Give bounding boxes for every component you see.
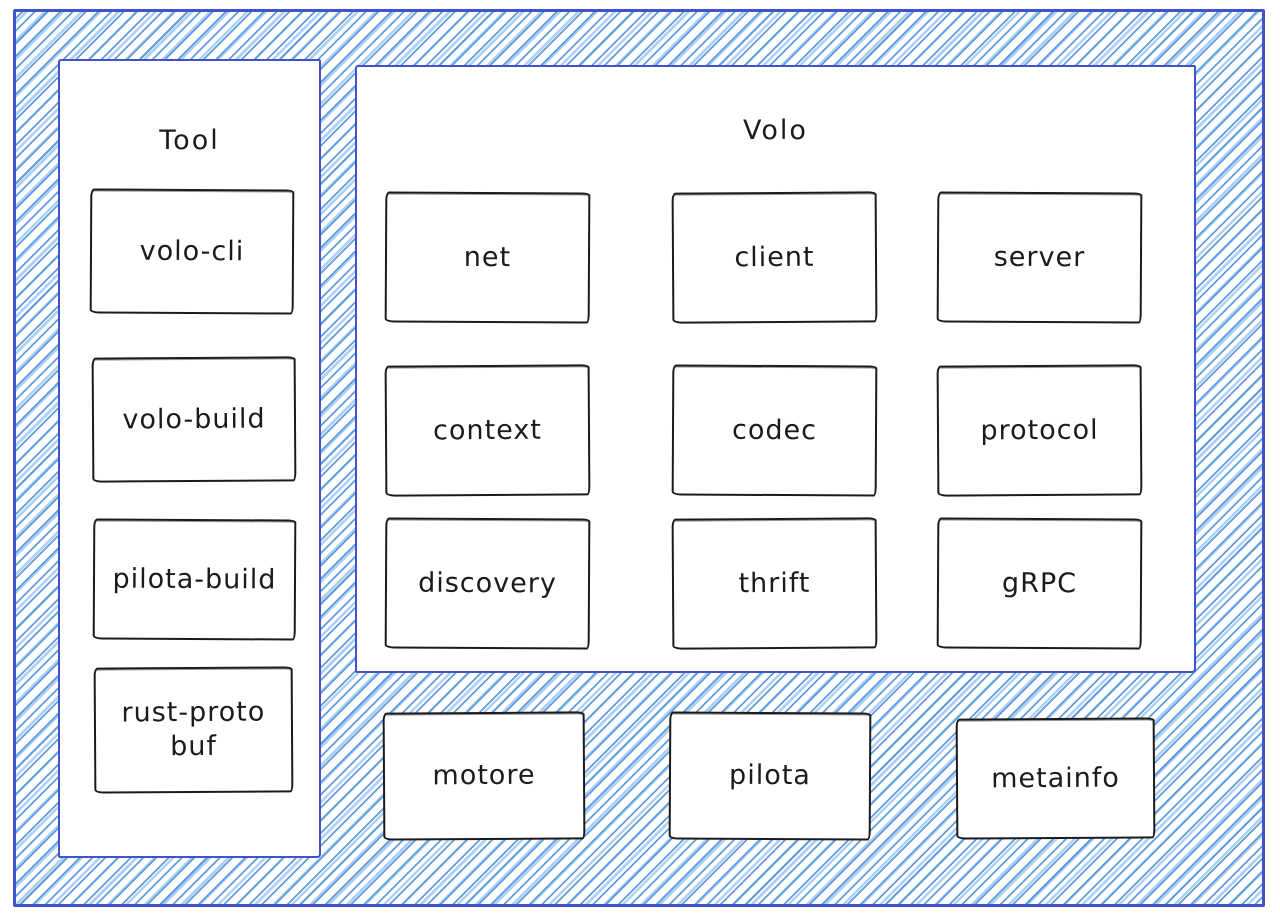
box-volo-build: volo-build [91, 356, 297, 483]
tool-panel: Tool volo-cli volo-build pilota-build ru… [58, 59, 321, 858]
box-grpc: gRPC [936, 517, 1143, 650]
box-protocol: protocol [936, 364, 1143, 497]
box-label: net [463, 241, 512, 273]
box-label: context [433, 414, 542, 446]
box-label: volo-build [122, 403, 266, 436]
box-thrift: thrift [671, 517, 878, 650]
volo-panel-title: Volo [743, 115, 808, 146]
box-volo-cli: volo-cli [89, 188, 295, 315]
outer-hatched-container: Tool volo-cli volo-build pilota-build ru… [13, 9, 1265, 907]
box-pilota-build: pilota-build [92, 518, 297, 641]
box-metainfo: metainfo [955, 717, 1156, 840]
box-pilota: pilota [668, 711, 872, 841]
box-label: gRPC [1001, 567, 1078, 599]
tool-panel-title: Tool [159, 125, 220, 156]
box-label: motore [432, 759, 536, 792]
box-label: client [734, 241, 815, 273]
box-rust-protobuf: rust-protobuf [93, 666, 294, 794]
box-label: discovery [418, 567, 557, 599]
box-label: thrift [738, 567, 811, 599]
box-label: metainfo [991, 762, 1120, 795]
box-net: net [384, 191, 591, 324]
box-context: context [384, 364, 591, 497]
volo-panel: Volo net client server context codec pro… [355, 65, 1196, 673]
box-motore: motore [382, 711, 586, 841]
box-server: server [936, 191, 1143, 324]
box-label: protocol [980, 414, 1099, 446]
box-label: server [993, 241, 1086, 273]
box-label: rust-protobuf [121, 696, 266, 763]
box-label: volo-cli [139, 235, 245, 267]
box-label: pilota-build [112, 563, 277, 596]
box-discovery: discovery [384, 517, 591, 650]
box-codec: codec [671, 364, 878, 497]
box-label: pilota [729, 759, 811, 792]
box-label: codec [731, 414, 818, 446]
box-client: client [671, 191, 878, 324]
